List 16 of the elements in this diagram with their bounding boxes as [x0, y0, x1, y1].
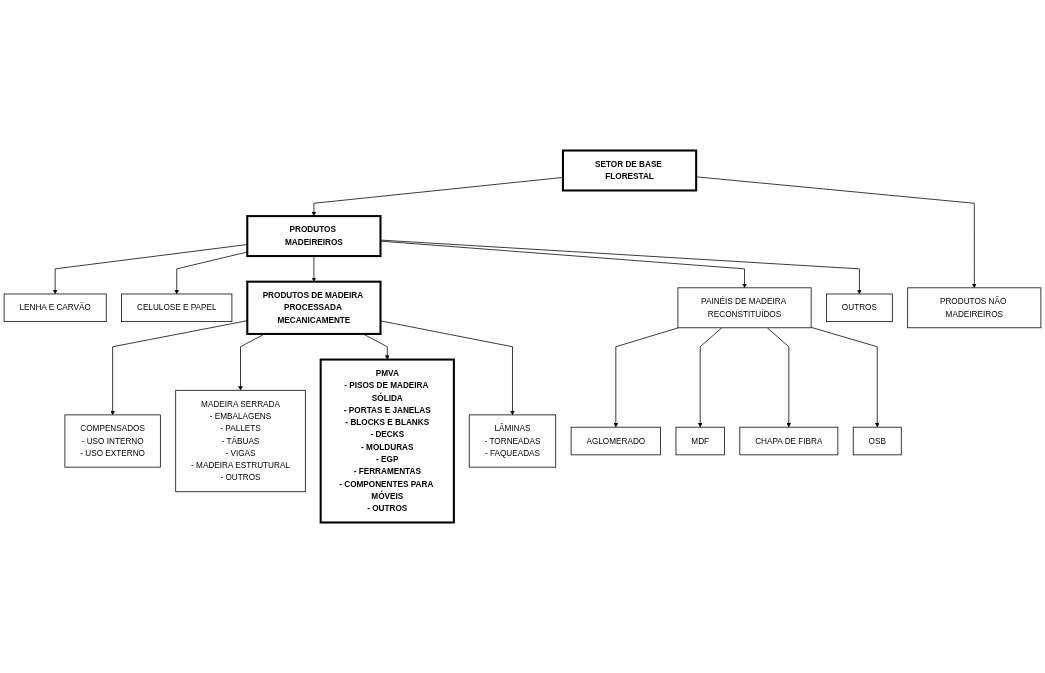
node-box: PMVA - PISOS DE MADEIRA SÓLIDA - PORTAS E JANELAS - BLOCKS E BLANKS - DECKS - MOLDURAS - EGP - FERRAMENTAS - COMPONENTES PARA MÓVEIS - OUTROS	[319, 358, 455, 524]
node-box: CELULOSE E PAPEL	[121, 293, 233, 323]
node-box: COMPENSADOS - USO INTERNO - USO EXTERNO	[64, 414, 161, 468]
node-box: MDF	[675, 426, 725, 456]
node-box: SETOR DE BASE FLORESTAL	[561, 149, 698, 192]
node-box: LENHA E CARVÃO	[3, 293, 107, 323]
node-box: AGLOMERADO	[570, 426, 661, 456]
node-box: PRODUTOS NÃO MADEIREIROS	[907, 287, 1042, 329]
node-box: OUTROS	[826, 293, 893, 323]
node-box: CHAPA DE FIBRA	[739, 426, 839, 456]
node-box: LÂMINAS - TORNEADAS - FAQUEADAS	[468, 414, 557, 468]
node-box: PRODUTOS MADEIREIROS	[246, 215, 382, 258]
node-box: PAINÉIS DE MADEIRA RECONSTITUÍDOS	[677, 287, 812, 329]
node-box: PRODUTOS DE MADEIRA PROCESSADA MECANICAMENTE	[246, 280, 382, 335]
node-box: OSB	[852, 426, 902, 456]
node-box: MADEIRA SERRADA - EMBALAGENS - PALLETS - TÁBUAS - VIGAS - MADEIRA ESTRUTURAL - OUTROS	[175, 389, 306, 493]
